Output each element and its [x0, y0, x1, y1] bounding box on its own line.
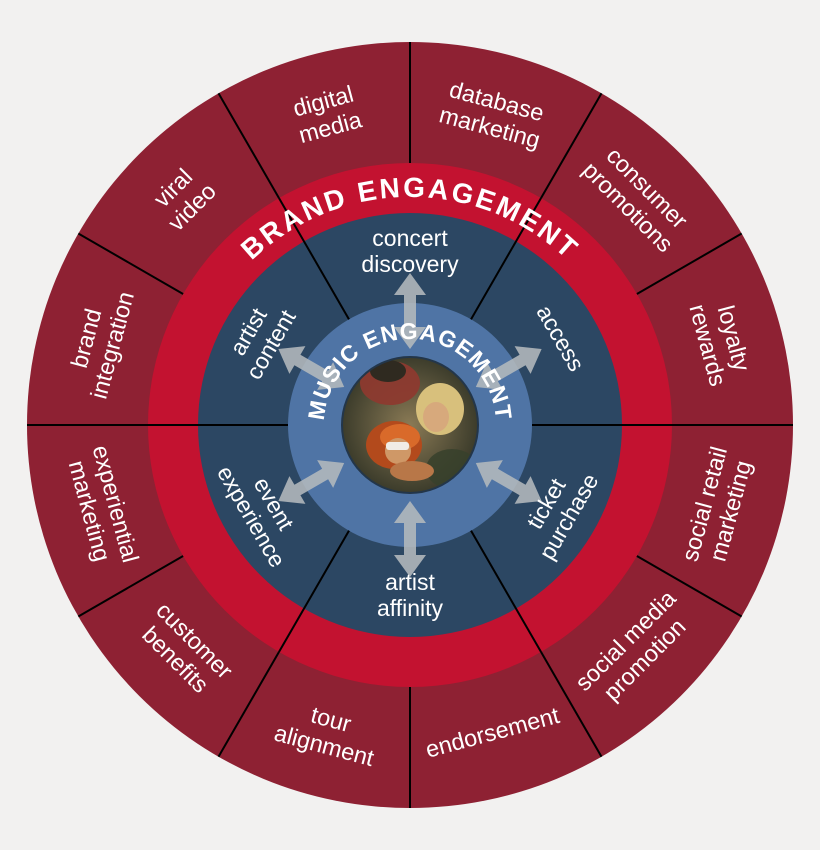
engagement-arrow [475, 346, 542, 390]
outer-segment-divider [636, 555, 743, 618]
music-segment-label: discovery [361, 251, 459, 277]
music-segment-label: concert [372, 225, 448, 251]
inner-segment-divider [278, 197, 350, 320]
engagement-arrow [394, 273, 426, 349]
outer-segment-divider [540, 651, 603, 758]
music-segment-label: artist [385, 569, 435, 595]
outer-segment-divider [77, 555, 184, 618]
engagement-arrow [278, 346, 345, 390]
engagement-arrow [475, 460, 542, 504]
center-photo [342, 357, 478, 493]
outer-segment-divider [540, 92, 603, 199]
outer-segment-divider [77, 232, 184, 295]
center-photo-border [341, 356, 479, 494]
inner-segment-divider [470, 197, 542, 320]
inner-segment-divider [470, 530, 542, 653]
music-segment-label: affinity [377, 595, 444, 621]
engagement-arrow [278, 460, 345, 504]
outer-segment-divider [636, 232, 743, 295]
inner-segment-divider [278, 530, 350, 653]
engagement-arrow [394, 501, 426, 577]
outer-segment-divider [217, 651, 280, 758]
outer-segment-divider [217, 92, 280, 199]
